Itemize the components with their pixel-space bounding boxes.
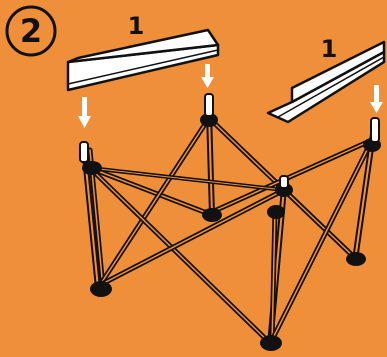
arrow-icon-center [201, 64, 214, 88]
part-callout-right: 1 [321, 35, 338, 63]
part-callout-left: 1 [128, 12, 145, 40]
frame-joints [82, 113, 381, 351]
foot-right [346, 252, 366, 266]
joint-top-left [82, 161, 102, 175]
foot-back [202, 208, 222, 222]
foot-left [90, 281, 112, 297]
foot-front [260, 335, 282, 351]
joint-mid-front [267, 205, 285, 219]
folding-frame [84, 112, 375, 345]
arrow-icon-right [370, 85, 383, 113]
step-number: 2 [20, 12, 42, 50]
arrow-icon-left [78, 97, 91, 128]
step-badge: 2 [7, 7, 55, 55]
